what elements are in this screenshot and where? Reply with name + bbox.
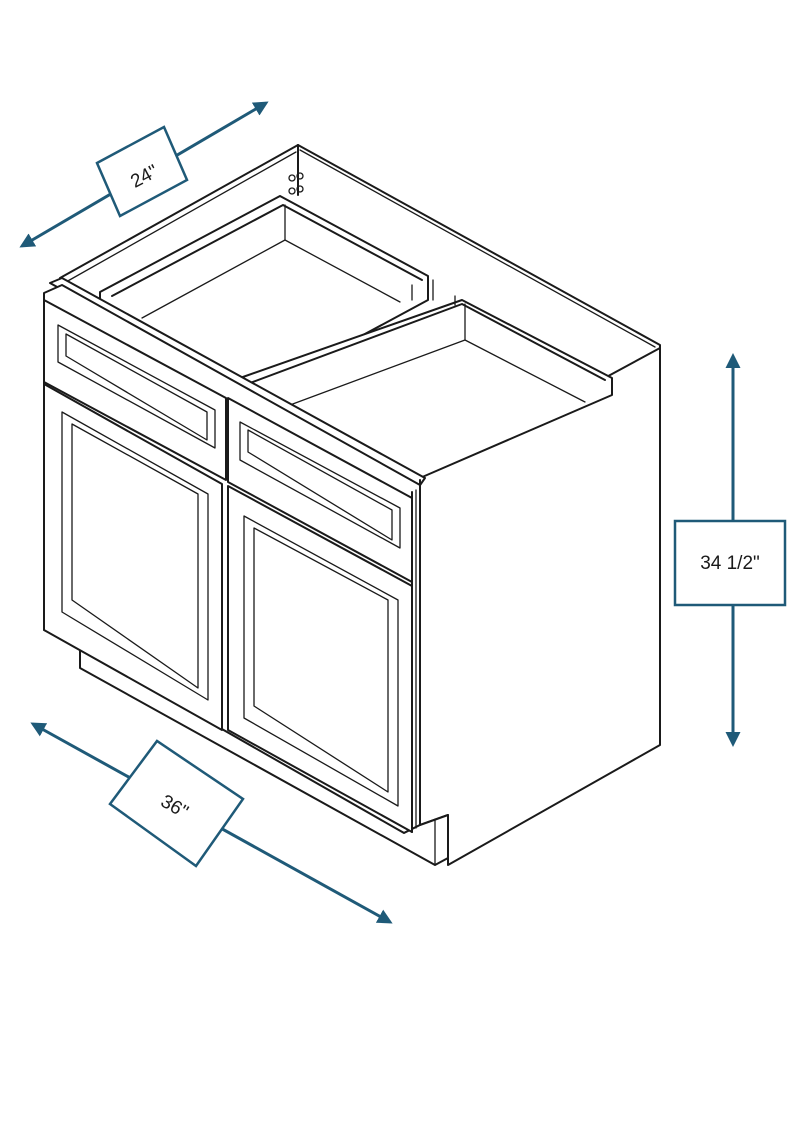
- cabinet: [43, 144, 661, 866]
- cabinet-back-top-edge: [297, 144, 661, 353]
- height-label-box: [673, 519, 787, 607]
- depth-label-box: [95, 125, 189, 218]
- height-dimension: 34 1/2": [673, 353, 787, 747]
- left-drawer-front: [43, 299, 227, 481]
- width-label-box: [108, 739, 245, 868]
- height-label: 34 1/2": [700, 553, 760, 574]
- depth-dimension: 24": [19, 101, 269, 248]
- shelf-pin-holes: [288, 172, 304, 195]
- width-dimension: 36": [30, 722, 393, 924]
